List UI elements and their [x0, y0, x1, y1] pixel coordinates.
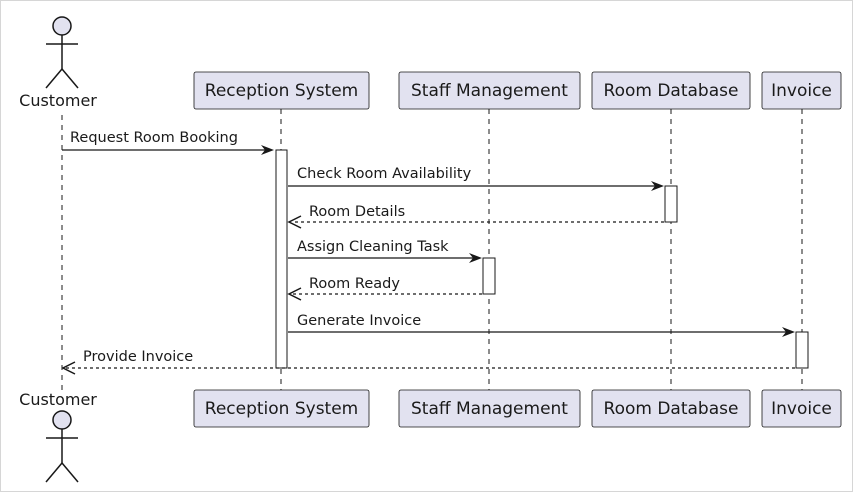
participant-roomdb-top: Room Database [591, 71, 751, 110]
message-check-room-availability: Check Room Availability [288, 166, 664, 191]
activation-bars [275, 149, 809, 369]
participant-reception-top: Reception System [193, 71, 370, 110]
participant-staff-top: Staff Management [398, 71, 581, 110]
message-provide-invoice: Provide Invoice [61, 349, 795, 375]
participant-label: Reception System [205, 399, 358, 419]
arrowhead-icon [261, 145, 274, 155]
activation-invoice [795, 331, 809, 369]
actor-leg-right [61, 68, 79, 89]
message-label: Check Room Availability [297, 166, 472, 182]
actor-customer-top: Customer [19, 16, 97, 110]
participant-label: Staff Management [411, 81, 568, 101]
message-label: Provide Invoice [83, 349, 193, 365]
actor-customer-bottom: Customer [19, 390, 97, 483]
actor-label-bottom: Customer [19, 390, 97, 409]
message-label: Assign Cleaning Task [297, 239, 449, 255]
message-request-room-booking: Request Room Booking [62, 130, 274, 155]
actor-leg-left [45, 68, 63, 89]
arrowhead-icon [651, 181, 664, 191]
actor-head [52, 16, 72, 36]
participant-label: Staff Management [411, 399, 568, 419]
actor-leg-left [45, 462, 63, 483]
message-room-details: Room Details [287, 204, 664, 229]
activation-reception [275, 149, 288, 369]
message-label: Request Room Booking [70, 130, 238, 146]
message-label: Room Ready [309, 276, 400, 292]
message-room-ready: Room Ready [287, 276, 482, 301]
arrowhead-icon [287, 287, 302, 301]
message-label: Generate Invoice [297, 313, 421, 329]
activation-roomdb [664, 185, 678, 223]
arrowhead-icon [61, 361, 76, 375]
participant-roomdb-bottom: Room Database [591, 389, 751, 428]
participant-label: Reception System [205, 81, 358, 101]
arrowhead-icon [469, 253, 482, 263]
actor-label-top: Customer [19, 91, 97, 110]
arrowhead-icon [287, 215, 302, 229]
participant-label: Invoice [771, 399, 832, 419]
participant-reception-bottom: Reception System [193, 389, 370, 428]
arrowhead-icon [782, 327, 795, 337]
actor-leg-right [61, 462, 79, 483]
message-assign-cleaning-task: Assign Cleaning Task [288, 239, 482, 263]
actor-head [52, 410, 72, 430]
participant-invoice-bottom: Invoice [761, 389, 842, 428]
participant-label: Room Database [604, 399, 739, 419]
participant-invoice-top: Invoice [761, 71, 842, 110]
activation-staff [482, 257, 496, 295]
participant-label: Room Database [604, 81, 739, 101]
participant-label: Invoice [771, 81, 832, 101]
message-label: Room Details [309, 204, 405, 220]
message-generate-invoice: Generate Invoice [288, 313, 795, 337]
participant-staff-bottom: Staff Management [398, 389, 581, 428]
